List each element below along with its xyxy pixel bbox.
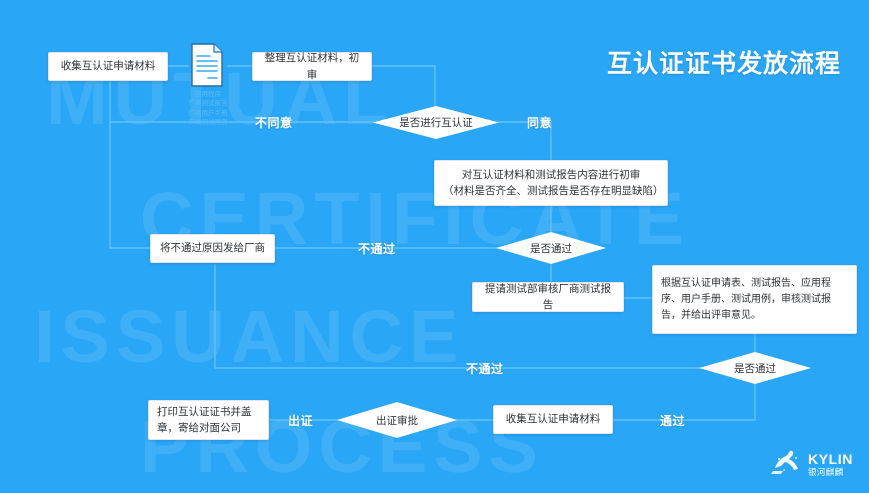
document-caption-line-4: 厂商测试用例 [188,119,228,127]
edge-label-disagree: 不同意 [255,116,293,130]
edge-label-issue: 出证 [288,414,314,428]
node-collect-materials-bottom[interactable]: 收集互认证申请材料 [493,405,613,434]
node-send-failure-reason[interactable]: 将不通过原因发给厂商 [150,234,275,263]
node-organize-materials[interactable]: 整理互认证材料，初审 [252,52,372,81]
node-preliminary-review-line-2: （材料是否齐全、测试报告是否存在明显缺陷） [443,185,664,197]
edge-label-agree: 同意 [527,116,553,130]
decision-issue-approval[interactable]: 出证审批 [337,402,457,438]
edge-label-fail-first: 不通过 [358,242,396,256]
decision-pass-second[interactable]: 是否通过 [699,352,811,384]
node-collect-materials-top[interactable]: 收集互认证申请材料 [48,52,168,81]
kylin-logo-text: KYLIN 银河麒麟 [808,452,853,477]
edge-label-fail-second: 不通过 [466,362,504,376]
node-preliminary-review-line-1: 对互认证材料和测试报告内容进行初审 [461,168,641,181]
kylin-logo-name-en: KYLIN [808,451,853,468]
document-caption: 应用程序 厂商测试报告 厂商用户手册 厂商测试用例 [178,90,238,128]
document-icon [188,42,228,90]
decision-pass-second-label: 是否通过 [734,362,776,375]
page-title: 互认证证书发放流程 [606,50,841,78]
node-request-test-review[interactable]: 提请测试部审核厂商测试报告 [472,282,624,312]
kylin-logo-icon [769,448,803,481]
decision-issue-approval-label: 出证审批 [376,414,418,427]
kylin-logo: KYLIN 银河麒麟 [769,448,853,481]
decision-pass-first[interactable]: 是否通过 [496,232,606,264]
document-caption-line-2: 厂商测试报告 [188,100,228,108]
decision-pass-first-label: 是否通过 [530,242,572,255]
document-caption-line-3: 厂商用户手册 [188,109,228,117]
node-print-certificate[interactable]: 打印互认证证书并盖章，寄给对面公司 [148,400,269,440]
decision-do-mutual-auth[interactable]: 是否进行互认证 [373,106,499,139]
document-caption-line-1: 应用程序 [195,91,221,98]
node-detailed-review[interactable]: 根据互认证申请表、测试报告、应用程序、用户手册、测试用例，审核测试报告，并给出评… [652,265,857,334]
watermark-issuance: ISSUANCE [34,295,465,378]
kylin-logo-name-cn: 银河麒麟 [808,467,844,478]
node-preliminary-review[interactable]: 对互认证材料和测试报告内容进行初审 （材料是否齐全、测试报告是否存在明显缺陷） [434,160,668,206]
edge-label-pass: 通过 [660,414,686,428]
decision-do-mutual-auth-label: 是否进行互认证 [399,117,473,129]
